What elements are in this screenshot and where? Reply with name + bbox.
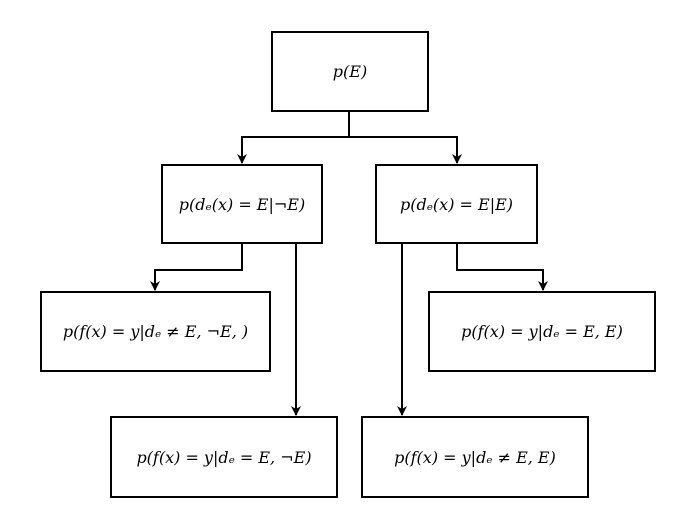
node-left-a-label: p(f(x) = y|dₑ ≠ E, ¬E, ) — [62, 322, 249, 341]
node-left-b-label: p(f(x) = y|dₑ = E, ¬E) — [136, 447, 312, 467]
node-right-b-label: p(f(x) = y|dₑ = E, E) — [461, 322, 623, 341]
edge-left-to-left-a — [150, 244, 243, 291]
edge-root-to-left — [237, 112, 350, 164]
node-left-a: p(f(x) = y|dₑ ≠ E, ¬E, ) — [40, 291, 271, 372]
node-left: p(dₑ(x) = E|¬E) — [161, 164, 323, 244]
node-right-a-label: p(f(x) = y|dₑ ≠ E, E) — [394, 447, 556, 467]
node-root-label: p(E) — [332, 62, 368, 81]
edge-root-to-right — [349, 136, 462, 164]
edge-right-to-right-b — [456, 244, 548, 291]
node-right-b: p(f(x) = y|dₑ = E, E) — [428, 291, 656, 372]
node-root: p(E) — [271, 31, 429, 112]
node-left-b: p(f(x) = y|dₑ = E, ¬E) — [110, 416, 338, 498]
node-right-label: p(dₑ(x) = E|E) — [400, 194, 513, 214]
node-left-label: p(dₑ(x) = E|¬E) — [178, 194, 306, 214]
node-right-a: p(f(x) = y|dₑ ≠ E, E) — [361, 416, 589, 498]
node-right: p(dₑ(x) = E|E) — [375, 164, 538, 244]
